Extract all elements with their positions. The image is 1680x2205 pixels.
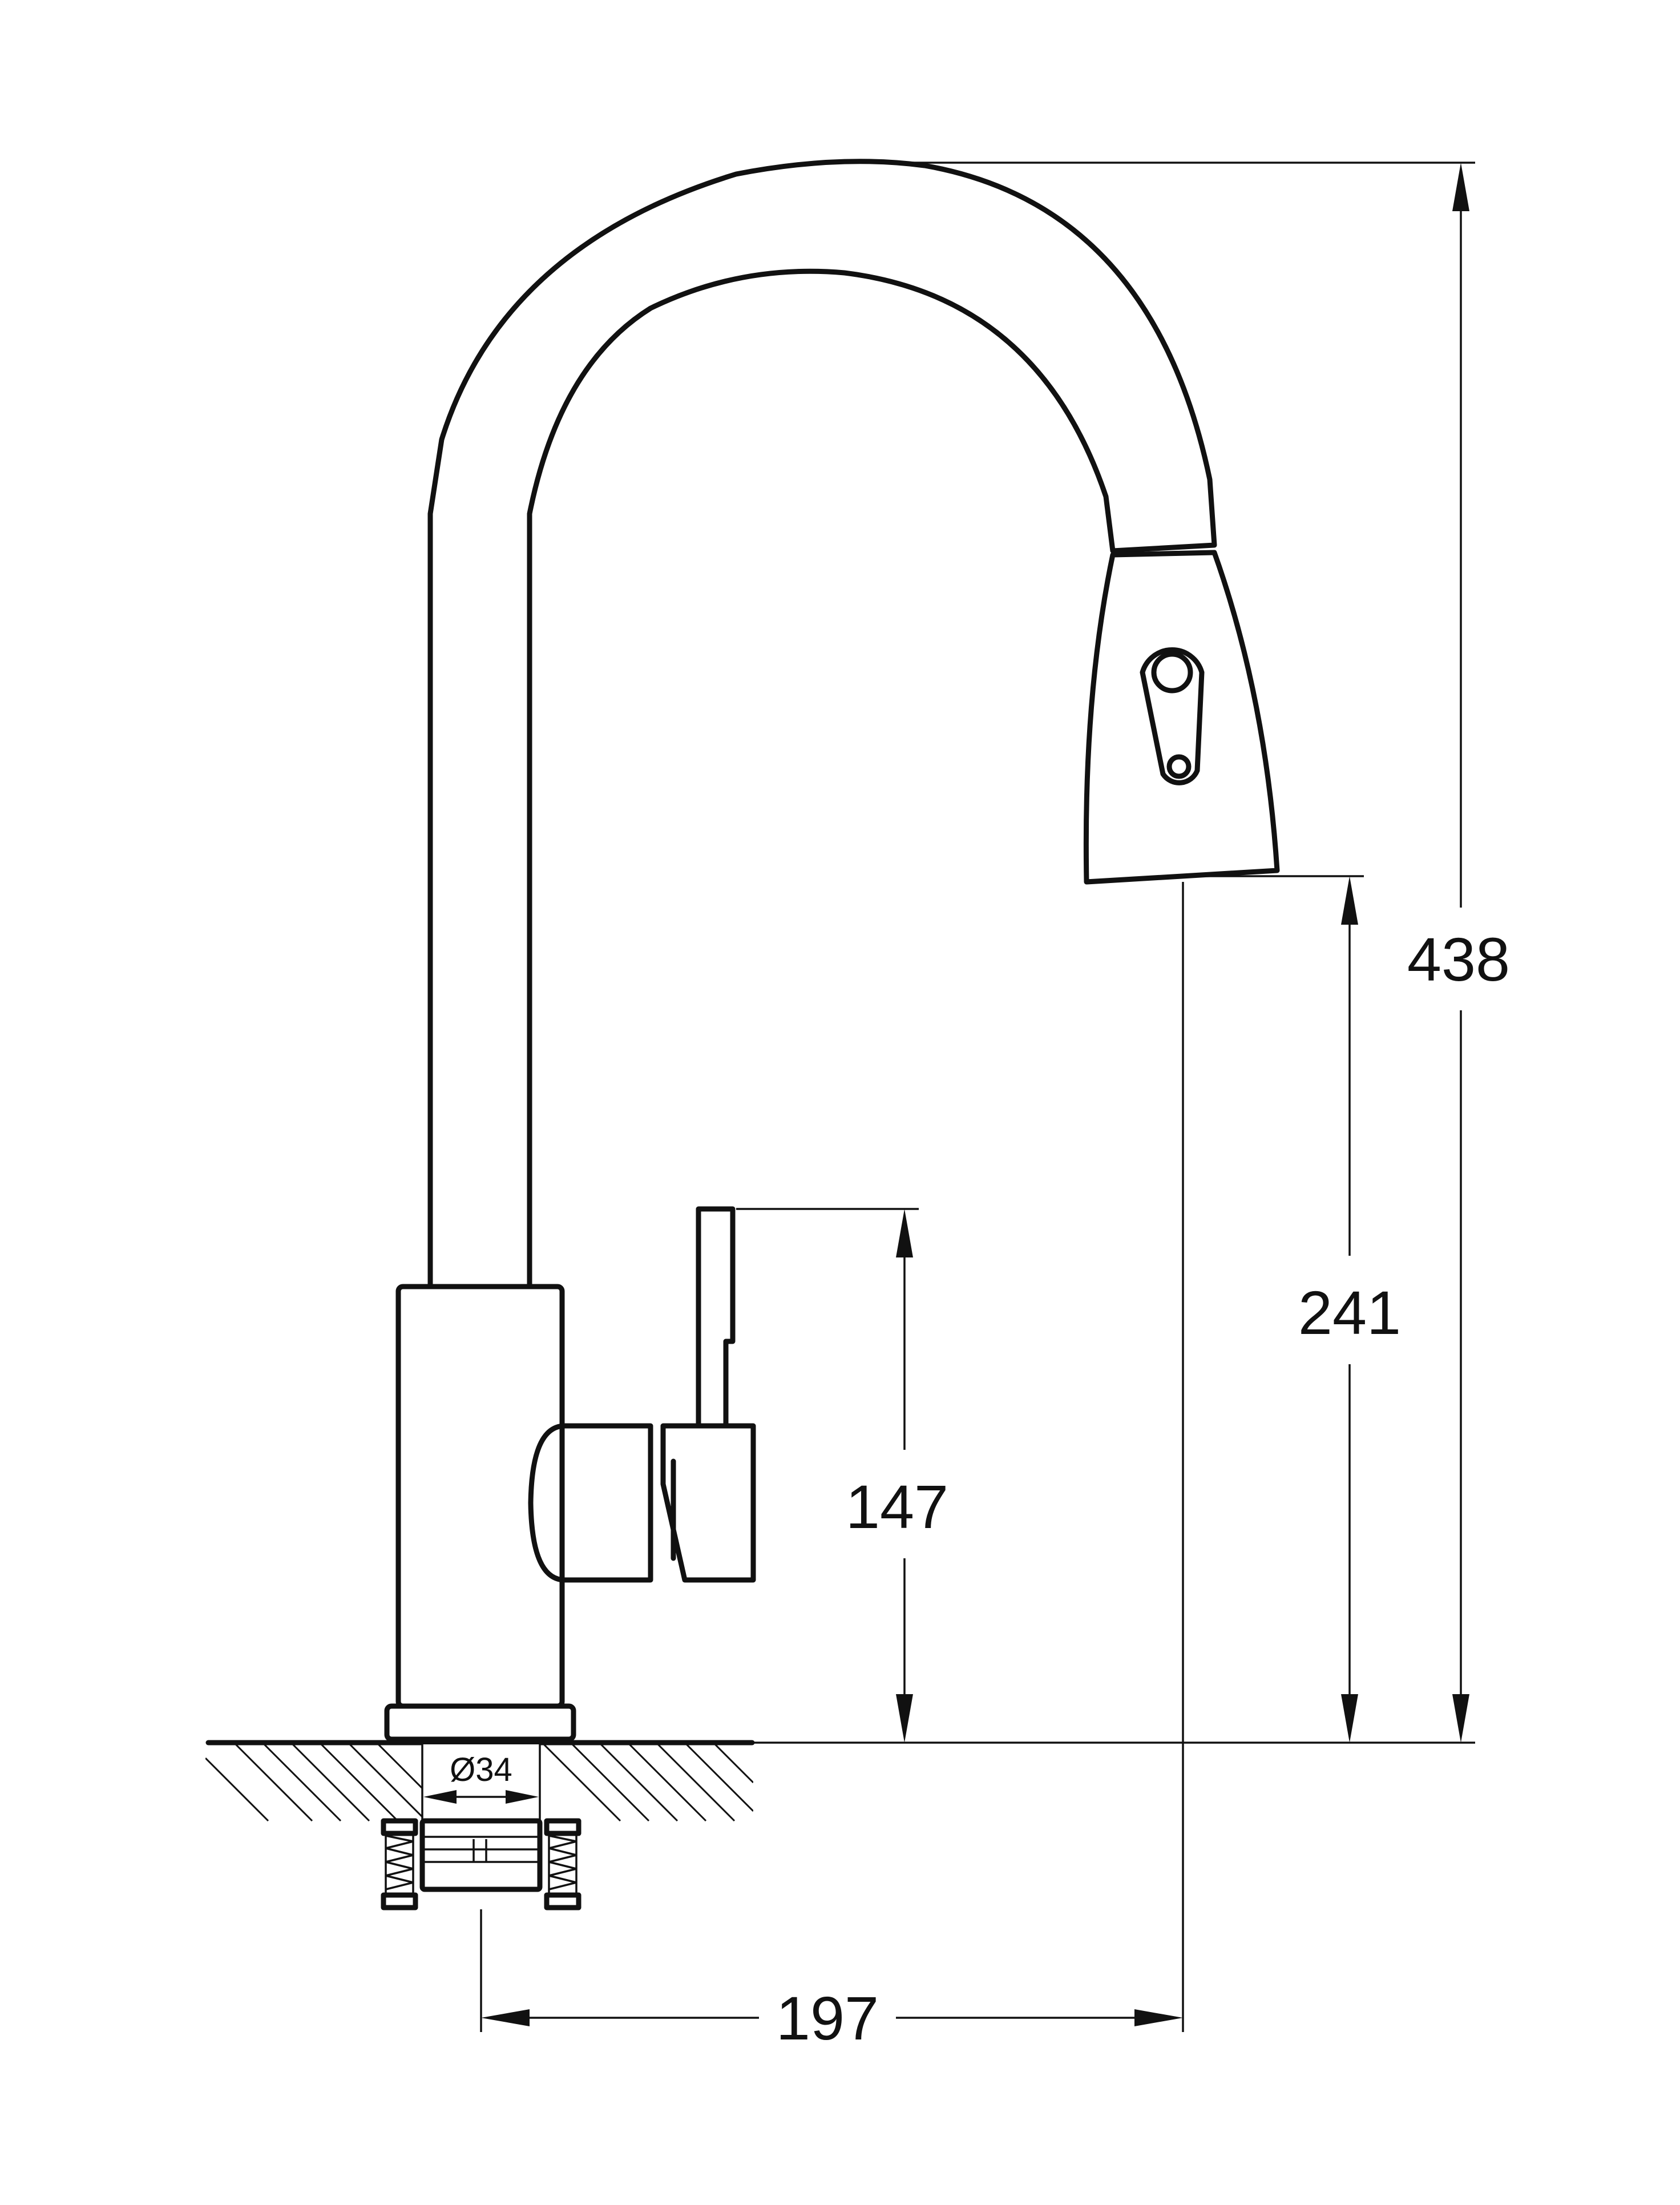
dimension-label-mount-diameter: Ø34 — [450, 1751, 512, 1788]
dimension-spout-clearance: 241 — [1198, 875, 1401, 1743]
faucet-outline — [384, 159, 1280, 1742]
countertop — [205, 1740, 755, 1824]
mounting-hardware — [381, 1818, 581, 1910]
dimension-mount-diameter: Ø34 — [423, 1751, 539, 1804]
dimension-label-spout-clearance: 241 — [1298, 1278, 1401, 1347]
dimension-label-total-height: 438 — [1407, 925, 1510, 994]
dimension-reach: 197 — [480, 882, 1184, 2053]
left-mounting-stud — [381, 1818, 418, 1910]
base-plate — [384, 1703, 576, 1742]
faucet-body — [395, 1284, 565, 1709]
cartridge-boss — [528, 1423, 653, 1583]
right-mounting-stud — [544, 1818, 581, 1910]
spray-toggle-button — [1140, 647, 1205, 785]
dimension-label-lever-height: 147 — [846, 1472, 948, 1541]
spray-head — [1083, 550, 1280, 885]
dimension-label-reach: 197 — [776, 1984, 879, 2053]
handle-lever — [660, 1206, 756, 1583]
dimension-total-height: 438 — [752, 162, 1510, 1744]
spout-gooseneck — [427, 159, 1217, 1287]
dimension-lever-height: 147 — [736, 1208, 948, 1743]
